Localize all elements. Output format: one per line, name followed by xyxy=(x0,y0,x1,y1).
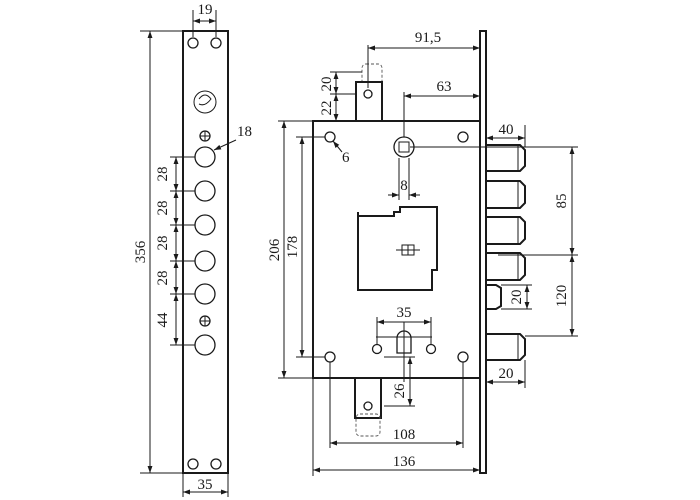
bottom-hole-spacing-label: 108 xyxy=(393,427,416,443)
strip-bolt-hole xyxy=(194,334,216,356)
bolt-projection-label: 40 xyxy=(499,122,514,138)
case-screw-hole xyxy=(457,131,469,143)
bolts xyxy=(485,144,526,361)
strip-spacing-label: 28 xyxy=(155,201,171,216)
strip-bolt-hole xyxy=(194,283,216,305)
strip-pin-diameter-label: 18 xyxy=(237,124,252,140)
bolt xyxy=(485,180,526,209)
mechanism-pin xyxy=(396,244,420,256)
cylinder-screw-hole xyxy=(425,343,437,355)
strip-width-bottom-label: 35 xyxy=(198,477,213,493)
bolt xyxy=(485,144,526,172)
top-plate-dim-label: 20 xyxy=(319,77,335,92)
mechanism-plate xyxy=(357,206,438,291)
strip-screw-hole xyxy=(187,458,199,470)
strip-bolt-hole xyxy=(194,250,216,272)
cylinder-width-label: 35 xyxy=(397,305,412,321)
strip-spacing-label: 28 xyxy=(155,236,171,251)
strip-bolt-hole xyxy=(194,214,216,236)
lock-body-view: 91,5 63 20 22 6 40 85 120 20 xyxy=(267,30,578,476)
case-screw-hole xyxy=(324,351,336,363)
latch-to-bolt-label: 120 xyxy=(554,285,570,308)
bolt-span-label: 85 xyxy=(554,194,570,209)
strip-bolt-hole xyxy=(194,180,216,202)
latch-label: 20 xyxy=(509,290,525,305)
top-plate-dim-label: 22 xyxy=(319,101,335,116)
hole-spacing-label: 178 xyxy=(285,236,301,259)
strip-screw-hole xyxy=(187,37,199,49)
bolt xyxy=(485,216,526,245)
bolt xyxy=(485,333,526,361)
hole-diameter-label: 6 xyxy=(342,150,350,166)
spindle-label: 8 xyxy=(400,178,408,194)
strip-spacing-chain xyxy=(170,156,195,346)
bottom-mounting-plate xyxy=(354,377,382,419)
bolt xyxy=(485,252,526,281)
cylinder-screw-hole xyxy=(371,343,383,355)
case-height-label: 206 xyxy=(267,238,283,261)
hub-offset-label: 63 xyxy=(437,79,452,95)
backset-label: 91,5 xyxy=(415,30,441,46)
bottom-plate-hole xyxy=(363,401,373,411)
top-plate-hole xyxy=(363,89,373,99)
faceplate-strip: 19 356 18 28 28 28 28 44 xyxy=(133,2,252,497)
strip-small-screw xyxy=(199,315,211,327)
top-mounting-plate xyxy=(355,81,383,123)
case-screw-hole xyxy=(324,131,336,143)
case-screw-hole xyxy=(457,351,469,363)
brand-logo xyxy=(193,90,217,114)
strip-spacing-label: 28 xyxy=(155,167,171,182)
strip-width-top-label: 19 xyxy=(198,2,213,18)
bottom-plate-label: 26 xyxy=(392,383,408,399)
latch xyxy=(485,284,502,310)
strip-height-label: 356 xyxy=(133,240,149,263)
bottom-bolt-label: 20 xyxy=(499,366,514,382)
bottom-plate-ghost xyxy=(355,413,381,437)
strip-small-screw xyxy=(199,130,211,142)
strip-screw-hole xyxy=(210,458,222,470)
strip-spacing-label: 28 xyxy=(155,271,171,286)
strip-bolt-hole xyxy=(194,146,216,168)
strip-screw-hole xyxy=(210,37,222,49)
case-width-label: 136 xyxy=(393,454,416,470)
strip-spacing-label: 44 xyxy=(155,312,171,328)
